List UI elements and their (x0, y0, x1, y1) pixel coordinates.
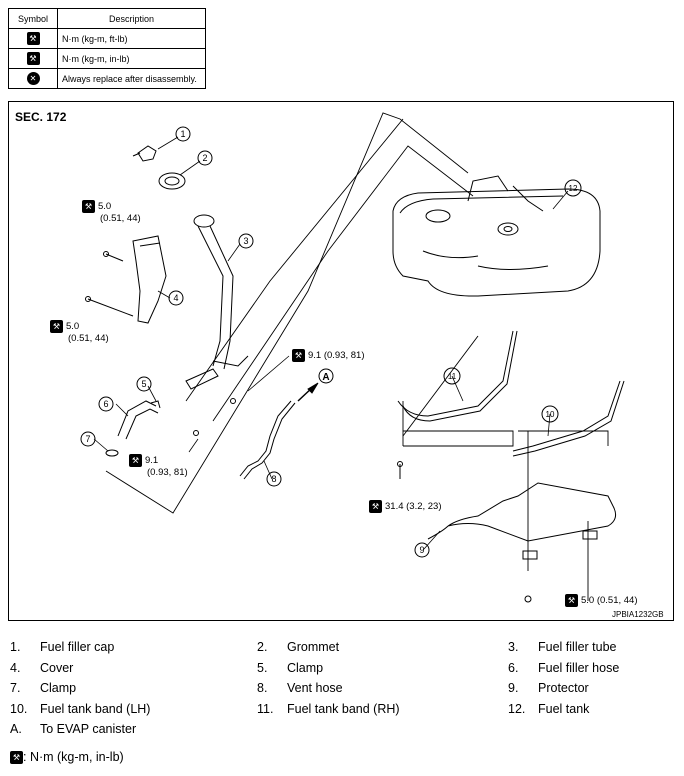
callout-circles (80, 126, 582, 558)
legend-row: ⚒ N·m (kg-m, in-lb) (8, 48, 206, 69)
footnote-text: : N·m (kg-m, in-lb) (23, 750, 124, 764)
callout-4: 4 (173, 293, 178, 303)
torque-spec: ⚒5.0 (0.51, 44) (50, 320, 109, 345)
torque-wrench-icon: ⚒ (26, 32, 40, 45)
part-item: 10.Fuel tank band (LH) (10, 701, 151, 716)
fuel-filler-tube-drawing (185, 214, 249, 390)
callout-11: 11 (448, 372, 457, 381)
marker-a-circle (318, 368, 334, 384)
callout-2: 2 (202, 153, 207, 163)
legend-row: ✕ Always replace after disassembly. (8, 68, 206, 89)
callout-3: 3 (243, 236, 248, 246)
part-item: A.To EVAP canister (10, 722, 137, 736)
torque-footnote: ⚒: N·m (kg-m, in-lb) (10, 750, 124, 765)
tank-band-rh-drawing (397, 330, 518, 422)
callout-12: 12 (569, 184, 578, 193)
torque-spec: ⚒5.0 (0.51, 44) (82, 200, 141, 225)
legend-description: N·m (kg-m, ft-lb) (57, 28, 206, 49)
cover-drawing (132, 235, 167, 324)
torque-spec: ⚒9.1 (0.93, 81) (292, 349, 365, 362)
torque-spec: ⚒31.4 (3.2, 23) (369, 500, 442, 513)
grommet-drawing (158, 172, 186, 190)
legend-header-symbol: Symbol (8, 8, 58, 29)
replace-x-icon: ✕ (26, 72, 40, 85)
torque-wrench-icon: ⚒ (10, 751, 23, 765)
filler-cap-drawing (132, 145, 157, 162)
part-item: 3.Fuel filler tube (508, 640, 617, 654)
part-item: 4.Cover (10, 660, 74, 675)
tank-band-lh-drawing (512, 380, 625, 457)
callout-8: 8 (271, 474, 276, 484)
part-item: 7.Clamp (10, 681, 77, 695)
legend-header-row: Symbol Description (8, 8, 206, 29)
fuel-filler-hose-drawing (105, 400, 161, 457)
part-item: 11.Fuel tank band (RH) (257, 701, 400, 716)
part-item: 9.Protector (508, 681, 589, 695)
exploded-parts-diagram: 1 2 3 4 5 6 7 8 9 10 11 12 A (80, 112, 625, 603)
image-code: JPBIA1232GB (612, 610, 664, 619)
vent-hose-drawing (239, 382, 319, 480)
part-item: 5.Clamp (257, 660, 324, 675)
torque-value: 31.4 (3.2, 23) (385, 501, 442, 513)
torque-value: 5.0 (66, 321, 80, 333)
fuel-tank-drawing (392, 175, 601, 297)
torque-value-detail: (0.51, 44) (68, 333, 109, 345)
parts-list: 1.Fuel filler cap 2.Grommet 3.Fuel fille… (10, 640, 674, 743)
callout-1: 1 (180, 129, 185, 139)
torque-wrench-icon: ⚒ (50, 320, 63, 333)
torque-wrench-icon: ⚒ (129, 454, 142, 467)
parts-row: 10.Fuel tank band (LH) 11.Fuel tank band… (10, 702, 674, 723)
torque-value: 9.1 (0.93, 81) (308, 350, 365, 362)
callout-5: 5 (141, 379, 146, 389)
torque-value: 5.0 (0.51, 44) (581, 595, 638, 607)
parts-row: 7.Clamp 8.Vent hose 9.Protector (10, 681, 674, 702)
callout-leader-lines (93, 136, 569, 550)
callout-7: 7 (85, 434, 90, 444)
torque-value: 5.0 (98, 201, 112, 213)
torque-wrench-icon: ⚒ (82, 200, 95, 213)
section-label: SEC. 172 (15, 110, 67, 124)
torque-value: 9.1 (145, 455, 159, 467)
part-item: 12.Fuel tank (508, 701, 590, 716)
part-item: 2.Grommet (257, 640, 340, 654)
part-item: 6.Fuel filler hose (508, 660, 620, 675)
legend-description: Always replace after disassembly. (57, 68, 206, 89)
callout-6: 6 (103, 399, 108, 409)
torque-wrench-icon: ⚒ (369, 500, 382, 513)
torque-spec: ⚒5.0 (0.51, 44) (565, 594, 638, 607)
callout-9: 9 (419, 545, 424, 555)
parts-row: 1.Fuel filler cap 2.Grommet 3.Fuel fille… (10, 640, 674, 661)
part-item: 8.Vent hose (257, 681, 343, 695)
torque-wrench-icon: ⚒ (565, 594, 578, 607)
parts-row: 4.Cover 5.Clamp 6.Fuel filler hose (10, 661, 674, 682)
bolt-drawings (85, 251, 532, 603)
torque-spec: ⚒9.1 (0.93, 81) (129, 454, 188, 479)
marker-a: A (322, 372, 329, 383)
protector-drawing (427, 482, 617, 560)
torque-value-detail: (0.51, 44) (100, 213, 141, 225)
callout-10: 10 (546, 410, 555, 419)
torque-wrench-icon: ⚒ (26, 52, 40, 65)
torque-wrench-icon: ⚒ (292, 349, 305, 362)
legend-row: ⚒ N·m (kg-m, ft-lb) (8, 28, 206, 49)
parts-row: A.To EVAP canister (10, 722, 674, 743)
symbol-legend-table: Symbol Description ⚒ N·m (kg-m, ft-lb) ⚒… (8, 8, 206, 89)
legend-description: N·m (kg-m, in-lb) (57, 48, 206, 69)
diagram-frame (8, 101, 674, 621)
part-item: 1.Fuel filler cap (10, 640, 115, 654)
torque-value-detail: (0.93, 81) (147, 467, 188, 479)
legend-header-description: Description (57, 8, 206, 29)
